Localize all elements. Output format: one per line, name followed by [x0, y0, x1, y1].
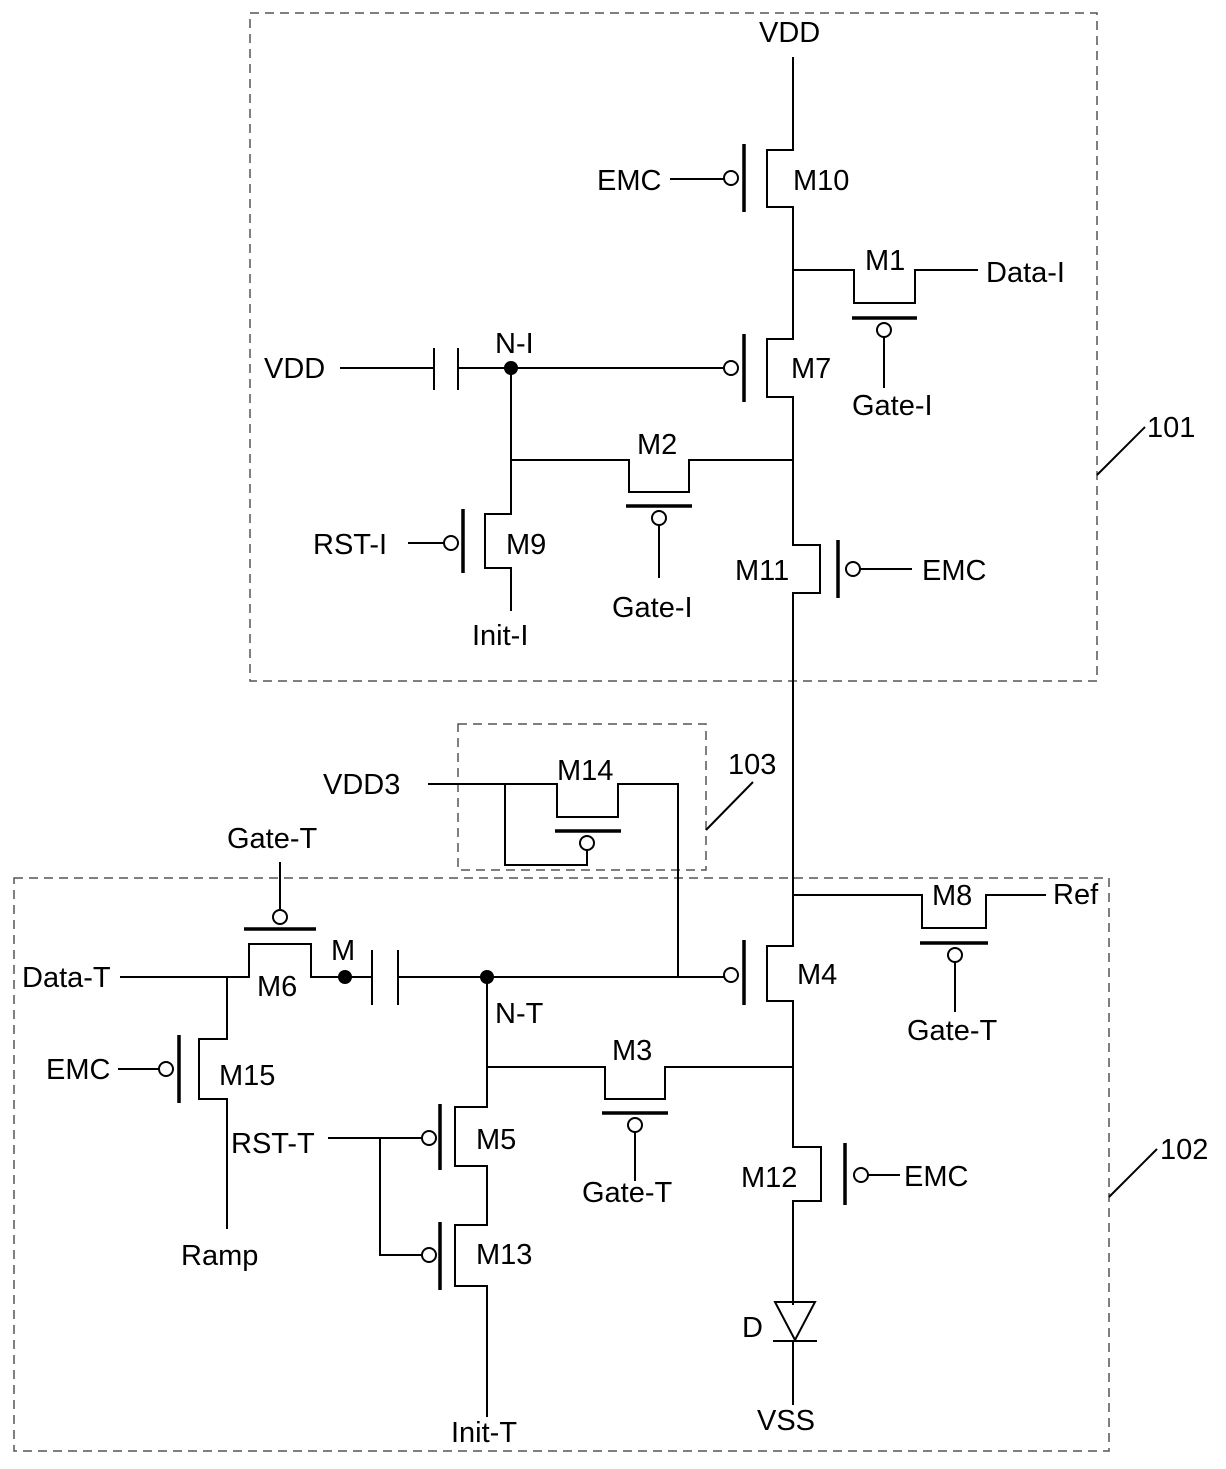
transistor-m14 [428, 784, 678, 977]
label-gate-t-m3: Gate-T [582, 1177, 673, 1209]
label-m10: M10 [793, 165, 849, 197]
label-m1: M1 [865, 245, 905, 277]
label-m12: M12 [741, 1162, 797, 1194]
label-vdd3: VDD3 [323, 769, 400, 801]
label-emc-m12: EMC [904, 1161, 968, 1193]
transistor-m2 [511, 368, 793, 578]
label-vss: VSS [757, 1405, 815, 1437]
label-m14: M14 [557, 755, 613, 787]
label-m7: M7 [791, 353, 831, 385]
label-m13: M13 [476, 1239, 532, 1271]
label-vdd-cap: VDD [264, 353, 325, 385]
diode-d [773, 1302, 817, 1405]
label-m8: M8 [932, 880, 972, 912]
label-m11: M11 [735, 555, 789, 587]
label-init-t: Init-T [451, 1417, 517, 1449]
transistor-m7 [724, 334, 744, 402]
label-box-101: 101 [1147, 412, 1195, 444]
label-gate-i-m2: Gate-I [612, 592, 693, 624]
label-data-t: Data-T [22, 962, 111, 994]
label-emc-m11: EMC [922, 555, 986, 587]
node-nt-wiring [372, 950, 724, 1067]
transistor-m15 [118, 977, 227, 1229]
label-gate-i-m1: Gate-I [852, 390, 933, 422]
label-m15: M15 [219, 1060, 275, 1092]
label-m4: M4 [797, 959, 837, 991]
label-emc-m10: EMC [597, 165, 661, 197]
label-ramp: Ramp [181, 1240, 258, 1272]
label-ref: Ref [1053, 879, 1099, 911]
box-103-leader [706, 782, 753, 830]
transistor-m10 [670, 144, 744, 212]
label-vdd-top: VDD [759, 17, 820, 49]
label-gate-t-m8: Gate-T [907, 1015, 998, 1047]
label-data-i: Data-I [986, 257, 1065, 289]
transistor-m8 [793, 895, 1046, 1012]
label-rst-t: RST-T [231, 1128, 315, 1160]
label-m3: M3 [612, 1035, 652, 1067]
label-m6: M6 [257, 971, 297, 1003]
label-box-102: 102 [1160, 1134, 1208, 1166]
transistor-m9 [408, 460, 511, 611]
transistor-m11 [838, 540, 912, 598]
transistor-m5-m13 [328, 1067, 487, 1417]
transistor-m12 [845, 1143, 900, 1205]
label-rst-i: RST-I [313, 529, 387, 561]
label-d: D [742, 1312, 763, 1344]
box-101-leader [1097, 427, 1145, 475]
label-m2: M2 [637, 429, 677, 461]
box-102-leader [1109, 1149, 1157, 1197]
label-init-i: Init-I [472, 620, 528, 652]
label-m: M [331, 935, 355, 967]
label-n-t: N-T [495, 998, 544, 1030]
label-n-i: N-I [495, 328, 534, 360]
label-emc-m15: EMC [46, 1054, 110, 1086]
label-gate-t-m6: Gate-T [227, 823, 318, 855]
label-m5: M5 [476, 1124, 516, 1156]
label-box-103: 103 [728, 749, 776, 781]
label-m9: M9 [506, 529, 546, 561]
transistor-m4-path [724, 895, 821, 1305]
